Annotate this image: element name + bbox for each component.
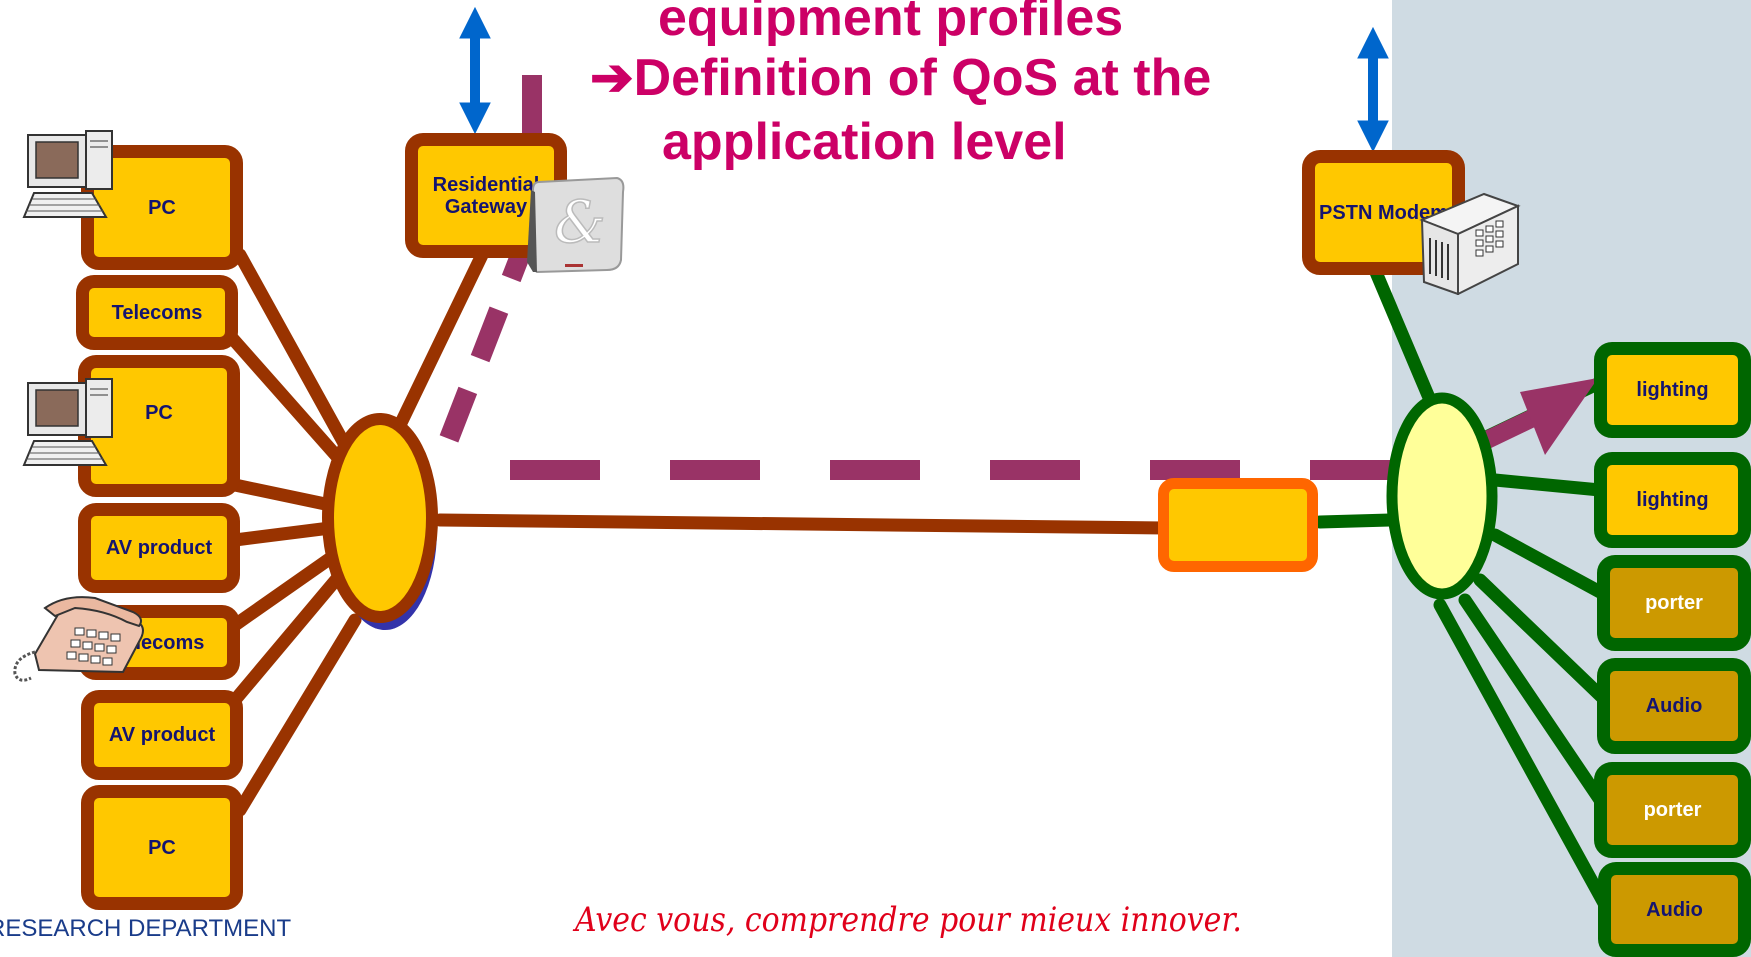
blue-arrow-pstn — [1357, 26, 1389, 153]
device-label: Audio — [1645, 695, 1703, 717]
device-audio-2[interactable]: Audio — [1598, 862, 1751, 957]
device-pc-3[interactable]: PC — [81, 785, 243, 910]
left-hub — [322, 413, 438, 623]
right-hub — [1386, 392, 1498, 600]
device-label: porter — [1645, 592, 1703, 614]
link-pc-1 — [233, 248, 352, 452]
department-label: RESEARCH DEPARTMENT — [0, 915, 292, 942]
link-pc-2 — [228, 478, 337, 512]
device-porter-2[interactable]: porter — [1594, 762, 1751, 858]
link-av-2 — [228, 568, 347, 707]
link-telecoms-1 — [218, 323, 347, 467]
link-pstn — [1368, 263, 1437, 407]
device-lighting-1[interactable]: lighting — [1594, 342, 1751, 438]
link-porter-1 — [1488, 528, 1607, 599]
blue-arrow-gateway — [459, 6, 491, 135]
device-label: PC — [148, 196, 176, 219]
pstn-label: PSTN Modem — [1319, 201, 1448, 224]
link-lighting-2 — [1488, 473, 1607, 497]
device-porter-1[interactable]: porter — [1597, 555, 1751, 651]
slogan: Avec vous, comprendre pour mieux innover… — [575, 900, 1242, 940]
device-telecoms-1[interactable]: Telecoms — [76, 275, 238, 350]
device-audio-1[interactable]: Audio — [1597, 658, 1751, 754]
device-lighting-2[interactable]: lighting — [1594, 452, 1751, 548]
heading-line-1: ➔Definition of QoS at the — [590, 49, 1212, 107]
telephone-icon — [13, 596, 144, 682]
device-av-product-1[interactable]: AV product — [78, 503, 240, 593]
link-hub-bridge — [433, 513, 1172, 535]
heading-line-0: equipment profiles — [658, 0, 1124, 47]
gateway-device-icon: & — [527, 176, 625, 274]
link-av-1 — [228, 521, 337, 547]
dashed-path-diagonal — [430, 226, 540, 466]
link-audio-1 — [1473, 573, 1612, 707]
link-pc-3 — [233, 613, 362, 817]
device-label: Audio — [1646, 898, 1703, 921]
device-label: PC — [145, 402, 173, 424]
device-label: lighting — [1636, 489, 1709, 511]
link-audio-2 — [1433, 598, 1612, 912]
network-bridge[interactable] — [1158, 478, 1318, 572]
pc-icon — [22, 378, 113, 466]
heading-line-2: application level — [662, 113, 1067, 171]
link-bridge-hub — [1313, 513, 1397, 529]
modem-device-icon — [1419, 192, 1521, 295]
device-label: AV product — [108, 724, 216, 746]
link-telecoms-2 — [228, 548, 342, 632]
device-label: lighting — [1636, 379, 1709, 401]
link-porter-2 — [1458, 593, 1607, 807]
device-label: porter — [1643, 799, 1702, 821]
device-label: AV product — [105, 537, 213, 559]
device-av-product-2[interactable]: AV product — [81, 690, 243, 780]
link-gateway — [393, 248, 489, 432]
device-pc-2[interactable]: PC — [78, 355, 240, 497]
gateway-label: Residential Gateway — [432, 173, 540, 218]
device-label: PC — [148, 836, 176, 859]
svg-text:&: & — [554, 188, 606, 256]
pc-icon — [22, 130, 113, 218]
device-label: Telecoms — [111, 301, 203, 324]
